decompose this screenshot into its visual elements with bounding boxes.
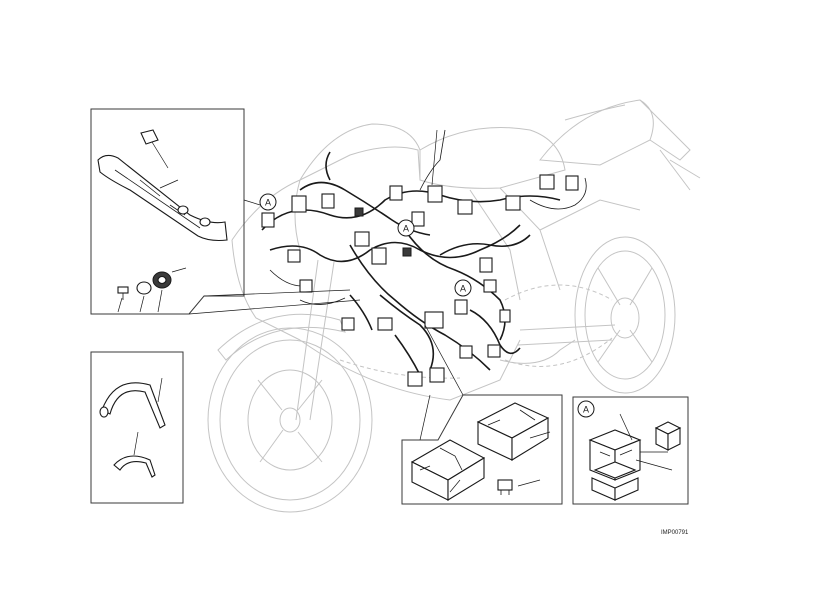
callout-a-harness-center: A bbox=[398, 220, 414, 236]
inset-cable-strap bbox=[91, 352, 183, 503]
callout-a-harness-left: A bbox=[260, 194, 276, 210]
inset-link-line-bottom bbox=[189, 300, 360, 314]
inset-control-link-line bbox=[425, 325, 463, 395]
callout-a-inset: A bbox=[578, 401, 594, 417]
callout-a-harness-lower: A bbox=[455, 280, 471, 296]
callout-a-harness-left-label: A bbox=[265, 198, 271, 208]
harness-connectors bbox=[262, 175, 578, 386]
wiring-harness bbox=[262, 130, 586, 375]
inset-bracket-detail bbox=[91, 109, 244, 314]
callout-a-inset-label: A bbox=[583, 405, 589, 415]
inset-control-unit bbox=[402, 395, 562, 504]
callout-a-harness-center-label: A bbox=[403, 224, 409, 234]
harness-leader-top bbox=[432, 130, 437, 185]
figure-reference-code: IMP00791 bbox=[661, 530, 689, 536]
callout-a-harness-lower-label: A bbox=[460, 284, 466, 294]
inset-link-line-lower bbox=[204, 290, 350, 296]
